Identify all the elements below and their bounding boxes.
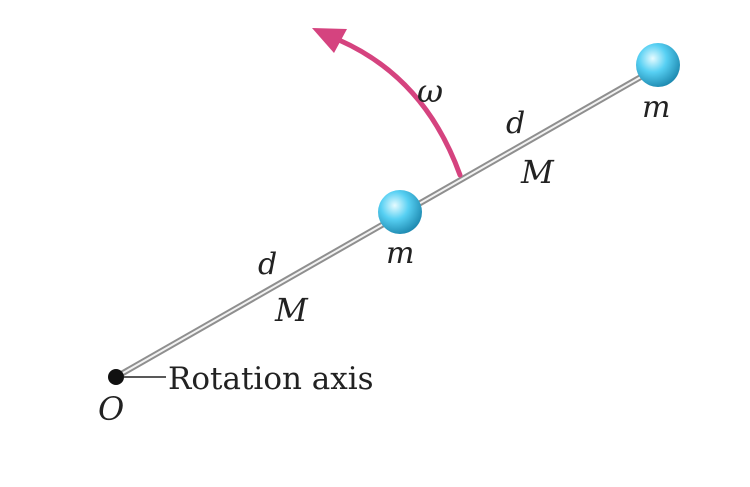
lower-m-label: m <box>386 236 414 271</box>
inner-sphere <box>378 190 422 234</box>
pivot-point <box>108 369 124 385</box>
angular-velocity-arrow <box>312 28 463 178</box>
omega-label: ω <box>417 72 443 110</box>
upper-M-label: M <box>520 153 555 191</box>
rotation-axis-label: Rotation axis <box>168 361 374 397</box>
lower-d-label: d <box>258 247 277 282</box>
lower-M-label: M <box>274 291 309 329</box>
upper-d-label: d <box>506 106 525 141</box>
outer-sphere <box>636 43 680 87</box>
upper-m-label: m <box>642 90 670 125</box>
origin-label: O <box>98 390 124 428</box>
